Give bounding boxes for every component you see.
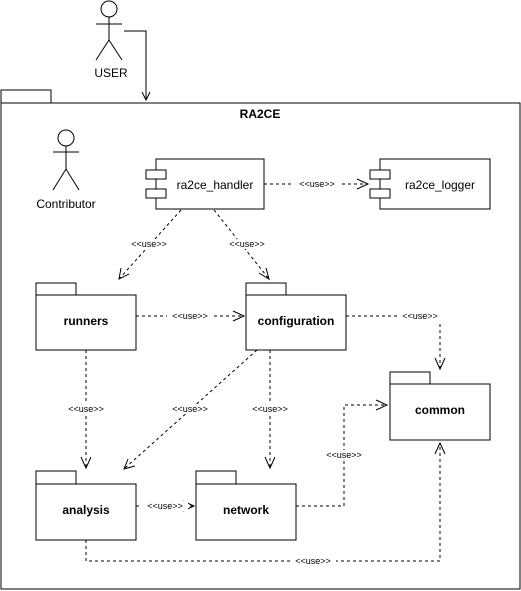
logger-component-label: ra2ce_logger — [405, 178, 475, 192]
user-actor: USER — [94, 0, 128, 80]
dependency-analysis-network: <<use>> — [136, 500, 196, 512]
contributor-actor-label: Contributor — [36, 197, 95, 211]
contributor-actor-head — [57, 129, 75, 147]
dependency-handler-runners: <<use>> — [118, 209, 182, 280]
dependency-label: <<use>> — [252, 404, 288, 414]
dependency-label: <<use>> — [229, 239, 265, 249]
dependency-configuration-network: <<use>> — [247, 350, 293, 470]
system-title: RA2CE — [240, 107, 281, 121]
contributor-actor: Contributor — [36, 129, 96, 211]
dependency-label: <<use>> — [68, 404, 104, 414]
dependency-label: <<use>> — [402, 311, 438, 321]
logger-component-port-top — [369, 169, 391, 180]
configuration-package: configuration — [245, 282, 347, 351]
handler-component-port-bottom — [145, 188, 167, 199]
network-package: network — [195, 470, 297, 541]
user-to-system-arrow — [124, 30, 151, 102]
handler-component: ra2ce_handler — [145, 158, 265, 210]
dependency-label: <<use>> — [172, 404, 208, 414]
dependency-configuration-analysis: <<use>> — [123, 349, 258, 470]
common-package-label: common — [415, 403, 465, 417]
dependency-configuration-common: <<use>> — [346, 311, 446, 371]
dependency-analysis-common: <<use>> — [85, 441, 446, 566]
user-actor-head — [100, 0, 118, 18]
dependency-label: <<use>> — [131, 239, 167, 249]
network-package-label: network — [223, 503, 269, 517]
handler-component-label: ra2ce_handler — [177, 178, 254, 192]
dependency-label: <<use>> — [295, 556, 331, 566]
dependency-label: <<use>> — [147, 501, 183, 511]
logger-component-port-bottom — [369, 188, 391, 199]
dependency-label: <<use>> — [326, 450, 362, 460]
common-package: common — [389, 371, 491, 441]
user-actor-label: USER — [94, 66, 128, 80]
analysis-package: analysis — [35, 470, 137, 541]
dependency-handler-configuration: <<use>> — [213, 209, 270, 281]
dependency-network-common: <<use>> — [296, 399, 389, 507]
dependency-label: <<use>> — [299, 179, 335, 189]
configuration-package-label: configuration — [258, 314, 335, 328]
runners-package: runners — [35, 282, 137, 351]
ra2ce-package-tab — [0, 89, 52, 104]
dependency-handler-logger: <<use>> — [264, 178, 370, 190]
dependency-label: <<use>> — [172, 311, 208, 321]
handler-component-port-top — [145, 169, 167, 180]
dependency-runners-configuration: <<use>> — [136, 310, 246, 322]
analysis-package-label: analysis — [62, 503, 110, 517]
runners-package-label: runners — [64, 314, 109, 328]
dependency-runners-analysis: <<use>> — [63, 350, 109, 470]
logger-component: ra2ce_logger — [369, 158, 491, 210]
